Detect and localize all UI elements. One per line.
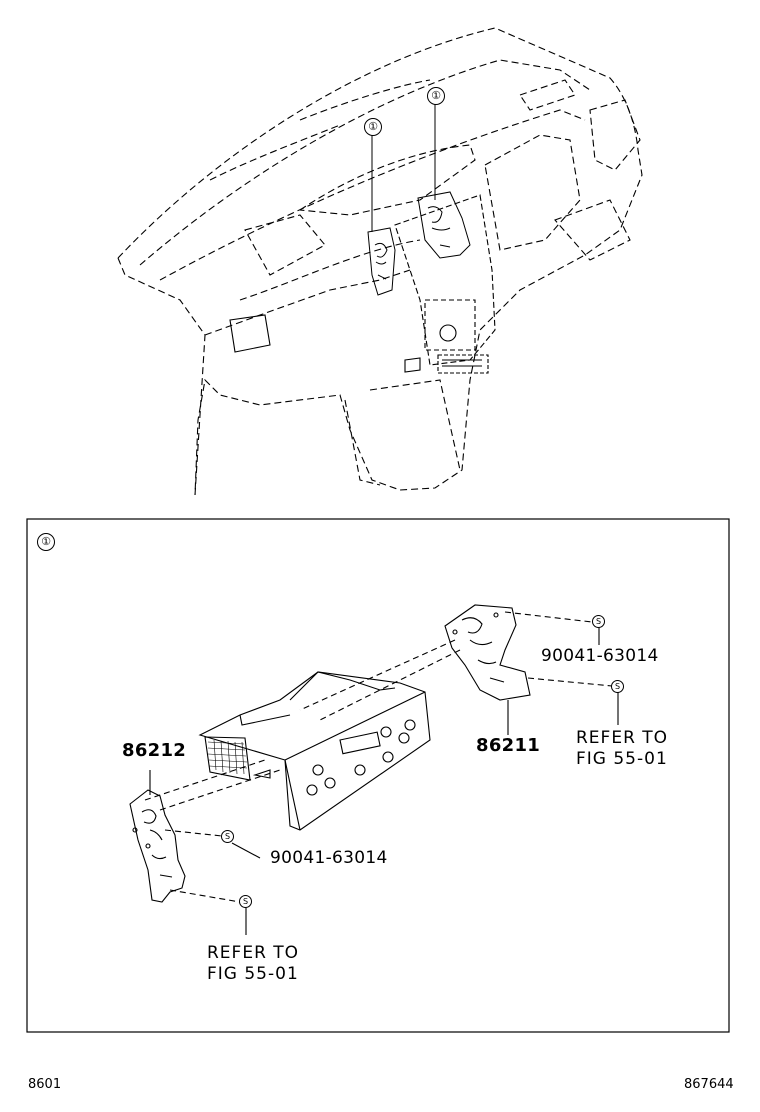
screw-symbol-upper-right: S — [592, 615, 605, 628]
detail-frame — [26, 518, 730, 1033]
bracket-86211 — [444, 604, 531, 735]
bracket-upper-left — [367, 135, 396, 296]
callout-marker-1: ① — [364, 118, 382, 136]
leader-lines — [231, 628, 619, 935]
bracket-86212 — [129, 770, 186, 903]
center-stack-outline — [229, 194, 496, 374]
refer-note-right: REFER TO FIG 55-01 — [576, 728, 669, 769]
callout-marker-2: ① — [427, 87, 445, 105]
part-number-86211: 86211 — [476, 735, 541, 756]
radio-vent — [207, 739, 248, 775]
refer-note-left: REFER TO FIG 55-01 — [207, 943, 300, 984]
detail-marker: ① — [37, 533, 55, 551]
diagram-code-right: 867644 — [684, 1077, 734, 1092]
diagram-code-left: 8601 — [28, 1077, 62, 1092]
screw-symbol-clip-left: S — [239, 895, 252, 908]
screw-part-number-lower: 90041-63014 — [270, 848, 388, 868]
bracket-upper-right — [417, 104, 471, 259]
screw-symbol-clip-right: S — [611, 680, 624, 693]
part-number-86212: 86212 — [122, 740, 187, 761]
screw-part-number-upper: 90041-63014 — [541, 646, 659, 666]
radio-unit — [198, 671, 431, 831]
screw-symbol-left: S — [221, 830, 234, 843]
alignment-lines — [144, 611, 613, 903]
instrument-panel-illustration — [117, 27, 643, 496]
